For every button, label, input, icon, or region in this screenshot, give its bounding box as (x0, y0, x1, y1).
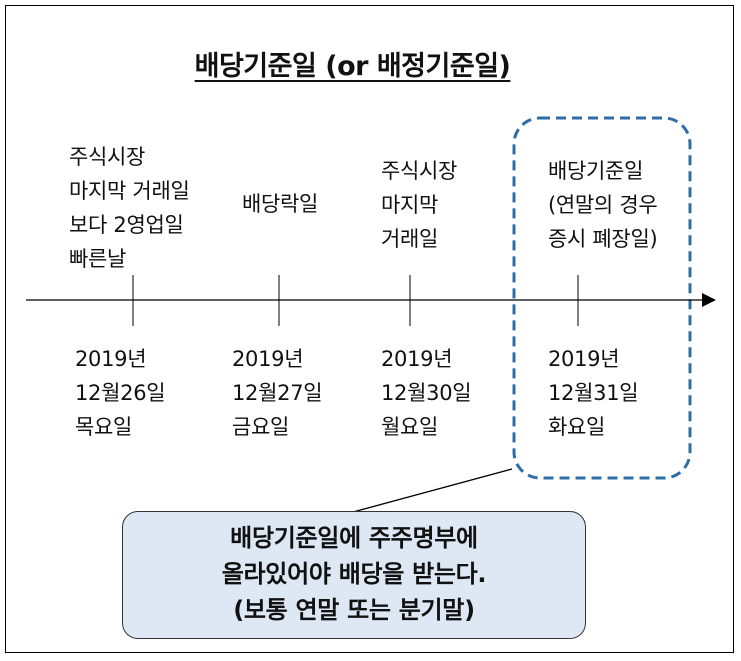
event-1-label-line: 빠른날 (69, 247, 127, 271)
callout-line: 배당기준일에 주주명부에 (230, 524, 478, 552)
event-2-date-line: 금요일 (232, 415, 290, 439)
event-3-date-line: 2019년 (381, 347, 453, 371)
event-4-date-line: 2019년 (548, 347, 620, 371)
event-3-date: 2019년 12월30일 월요일 (381, 342, 472, 444)
diagram-title: 배당기준일 (or 배정기준일) (194, 51, 511, 82)
event-3-label-line: 마지막 (381, 193, 439, 217)
callout-line: (보통 연말 또는 분기말) (233, 596, 475, 624)
event-3-date-line: 12월30일 (381, 381, 472, 405)
event-3-label-line: 주식시장 (381, 159, 458, 183)
event-4-date: 2019년 12월31일 화요일 (548, 342, 639, 444)
event-3-label-line: 거래일 (381, 227, 439, 251)
callout-line: 올라있어야 배당을 받는다. (221, 560, 487, 588)
event-1-date-line: 목요일 (75, 415, 133, 439)
event-1-label-line: 마지막 거래일 (69, 179, 190, 203)
event-1-date-line: 12월26일 (75, 381, 166, 405)
event-4-label-line: 증시 폐장일) (548, 227, 658, 251)
event-4-date-line: 12월31일 (548, 381, 639, 405)
timeline-arrowhead (702, 293, 716, 307)
callout-pointer-line (352, 468, 513, 513)
event-4-date-line: 화요일 (548, 415, 606, 439)
event-4-label: 배당기준일 (연말의 경우 증시 폐장일) (548, 154, 658, 256)
event-4-label-line: 배당기준일 (548, 159, 644, 183)
event-2-date-line: 12월27일 (232, 381, 323, 405)
event-2-label-line: 배당락일 (242, 192, 319, 216)
event-1-date: 2019년 12월26일 목요일 (75, 342, 166, 444)
event-1-label: 주식시장 마지막 거래일 보다 2영업일 빠른날 (69, 140, 190, 276)
event-2-label: 배당락일 (242, 187, 318, 221)
event-1-label-line: 보다 2영업일 (69, 213, 184, 237)
event-2-date: 2019년 12월27일 금요일 (232, 342, 323, 444)
event-3-date-line: 월요일 (381, 415, 439, 439)
event-1-date-line: 2019년 (75, 347, 147, 371)
event-4-label-line: (연말의 경우 (548, 193, 658, 217)
callout-box: 배당기준일에 주주명부에 올라있어야 배당을 받는다. (보통 연말 또는 분기… (122, 511, 586, 639)
event-2-date-line: 2019년 (232, 347, 304, 371)
diagram-frame (5, 5, 734, 653)
event-1-label-line: 주식시장 (69, 145, 146, 169)
event-3-label: 주식시장 마지막 거래일 (381, 154, 457, 256)
